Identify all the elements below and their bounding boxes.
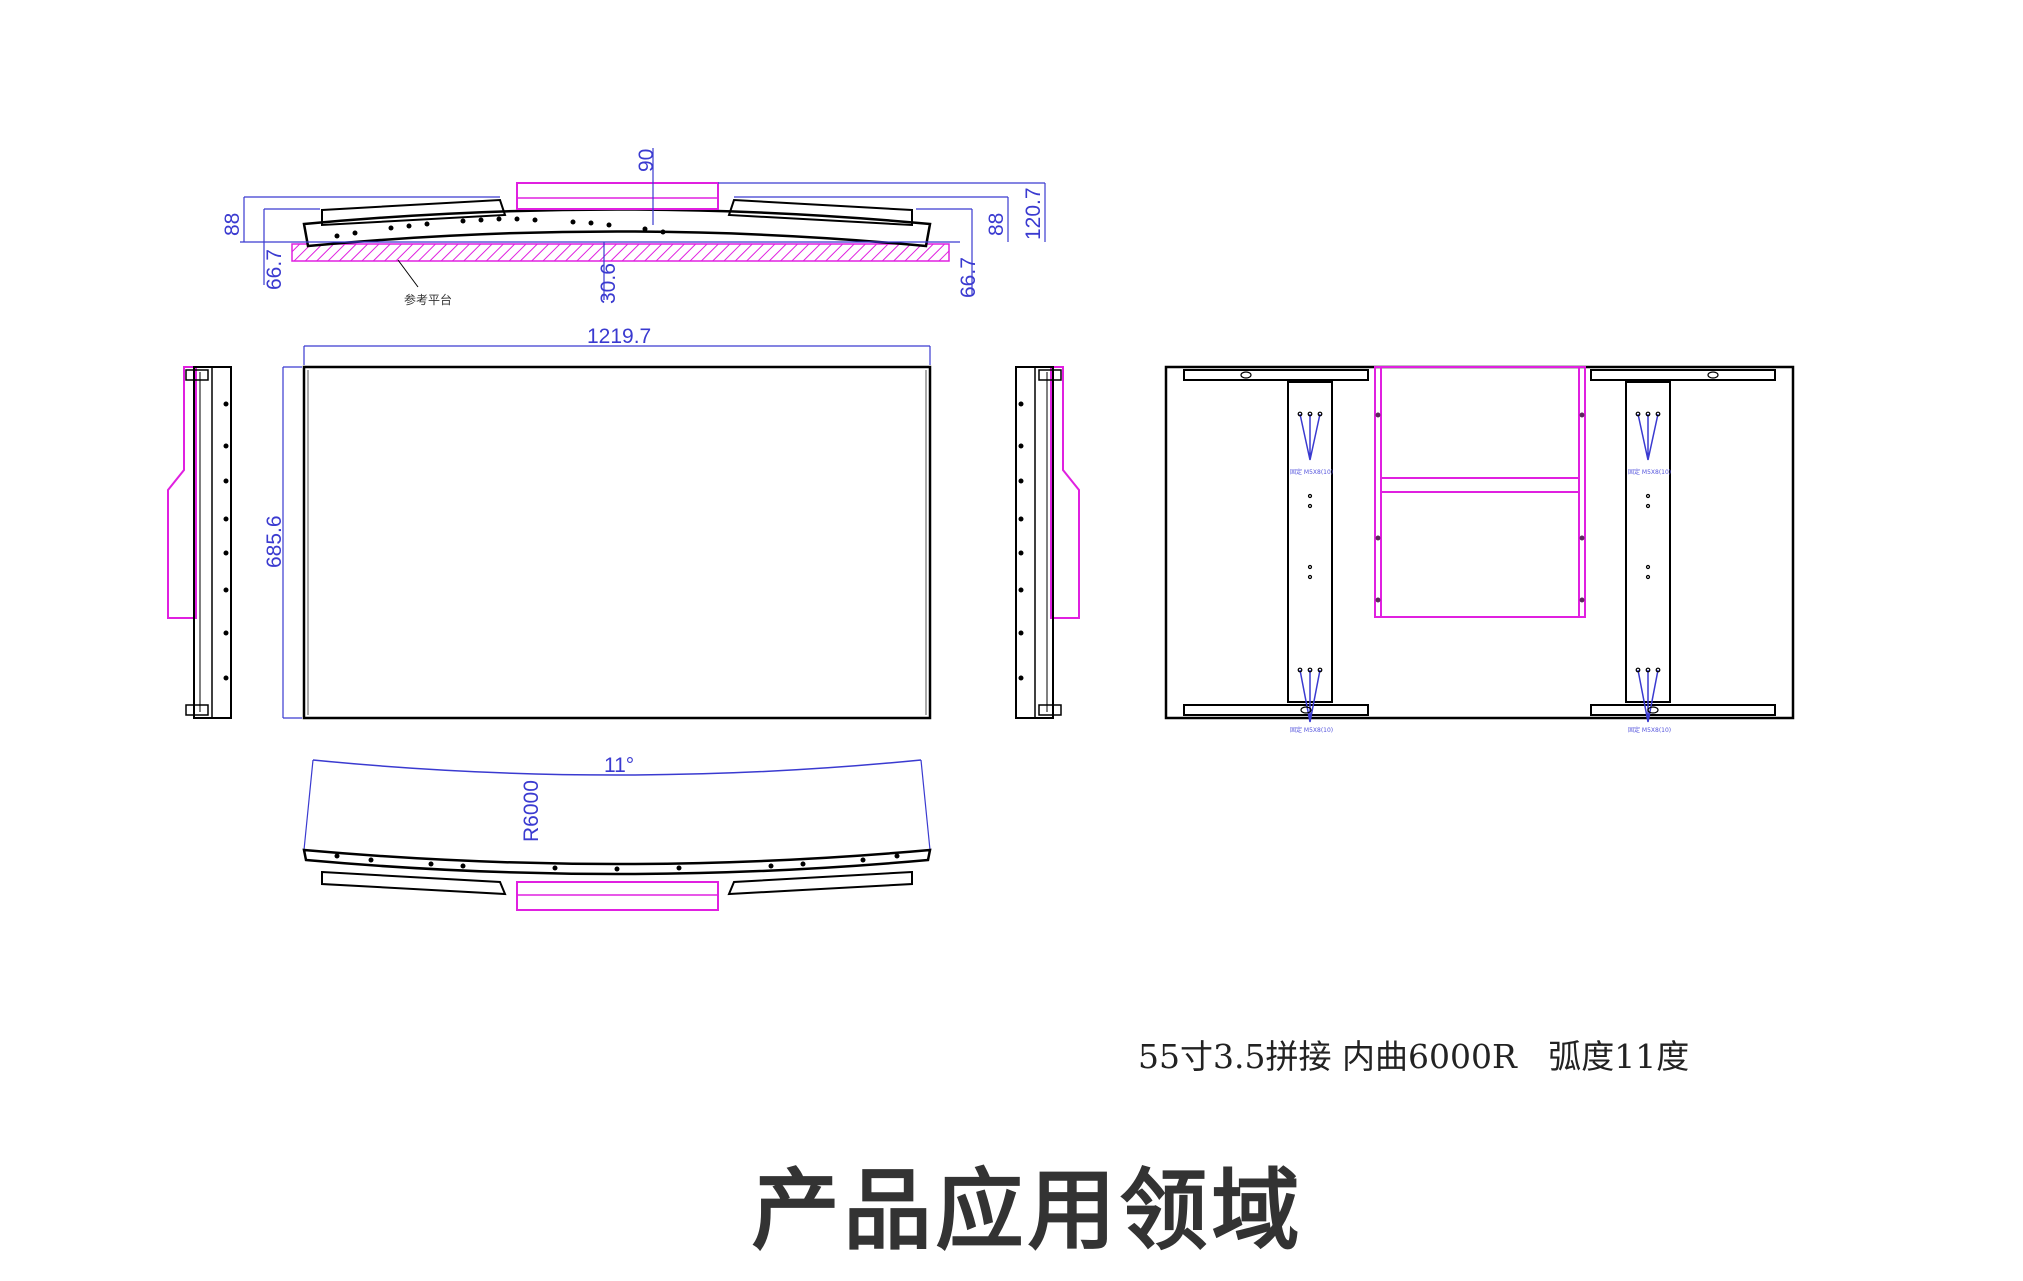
screen-back [1164,365,1795,720]
screen-front [302,365,932,720]
screw-label-3: 固定 M5X8(10) [1628,468,1671,476]
screw-label-1: 固定 M5X8(10) [1290,468,1333,476]
center-bracket-frame [1374,366,1586,618]
reference-leader [397,259,419,288]
screen-body-arc-bottom [302,848,932,876]
dim-left-edge: 66.7 [263,249,286,290]
left-side-view [167,366,232,719]
dim-center-height: 90 [635,149,658,172]
right-side-view [1015,366,1080,719]
dim-arc-angle: 11° [604,754,634,777]
back-view: 固定 M5X8(10) 固定 M5X8(10) 固定 M5X8(10) 固定 M… [1164,365,1795,734]
section-title: 产品应用领域 [751,1159,1304,1262]
screen-body-arc [302,208,932,248]
dim-right-height: 88 [985,213,1008,236]
dim-left-height: 88 [221,213,244,236]
dim-total-height: 120.7 [1022,187,1045,240]
top-view: 90 88 88 120.7 66.7 66.7 30.6 参考平台 [221,148,1046,307]
dim-height: 685.6 [263,515,286,568]
reference-platform-label: 参考平台 [404,292,452,307]
drawing-caption: 55寸3.5拼接 内曲6000R 弧度11度 [1138,1037,1690,1076]
dim-radius: R6000 [520,780,543,842]
front-view: 1219.7 685.6 [263,325,932,720]
dim-width: 1219.7 [587,325,651,348]
dim-right-edge: 66.7 [957,257,980,298]
bottom-view: 11° R6000 [302,754,932,911]
center-bracket [516,182,719,210]
dim-sag: 30.6 [597,263,620,304]
screw-label-2: 固定 M5X8(10) [1290,726,1333,734]
screw-label-4: 固定 M5X8(10) [1628,726,1671,734]
reference-platform [291,243,950,262]
